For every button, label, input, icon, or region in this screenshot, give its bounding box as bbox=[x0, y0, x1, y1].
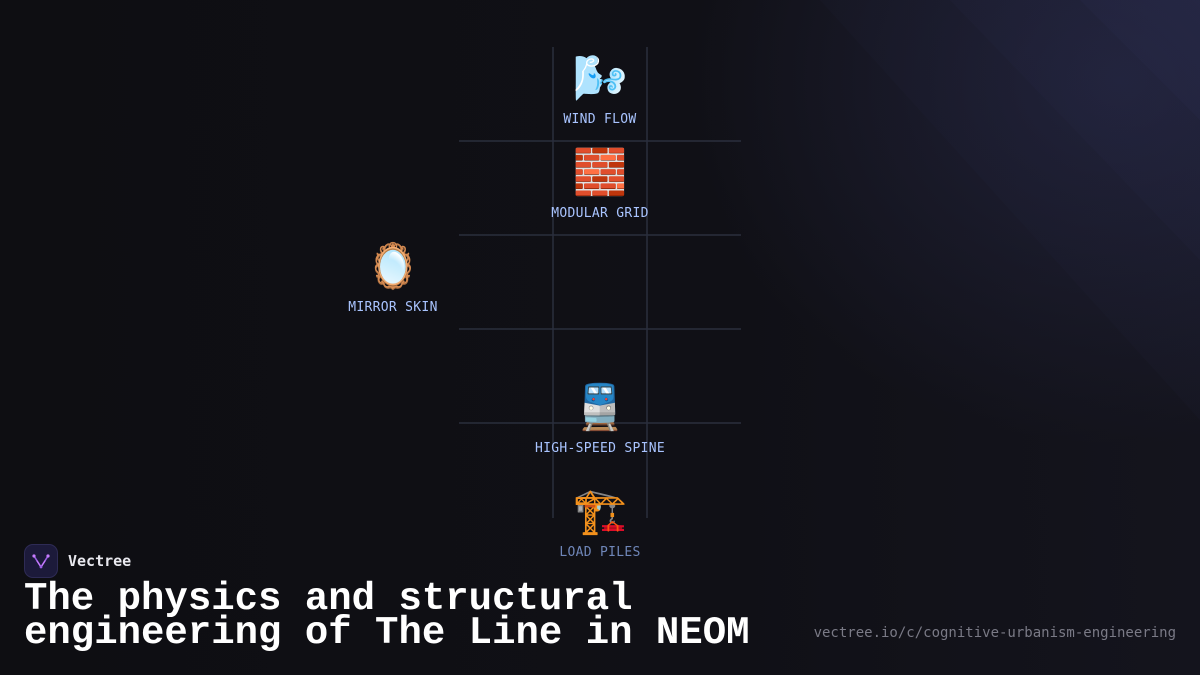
node-label: MODULAR GRID bbox=[551, 206, 649, 221]
brand-name: Vectree bbox=[68, 552, 132, 570]
node-label: WIND FLOW bbox=[563, 112, 637, 127]
node-high-speed-spine: 🚆 HIGH-SPEED SPINE bbox=[520, 382, 680, 457]
source-url: vectree.io/c/cognitive-urbanism-engineer… bbox=[813, 625, 1176, 641]
brand: Vectree bbox=[24, 544, 131, 578]
page-title: The physics and structural engineering o… bbox=[24, 577, 750, 655]
wind-icon: 🌬️ bbox=[572, 53, 628, 104]
train-icon: 🚆 bbox=[572, 382, 628, 433]
node-modular-grid: 🧱 MODULAR GRID bbox=[520, 147, 680, 222]
node-mirror-skin: 🪞 MIRROR SKIN bbox=[313, 241, 473, 316]
construction-crane-icon: 🏗️ bbox=[572, 486, 628, 537]
node-label: HIGH-SPEED SPINE bbox=[534, 441, 666, 456]
node-load-piles: 🏗️ LOAD PILES bbox=[520, 486, 680, 561]
node-label: LOAD PILES bbox=[559, 545, 641, 560]
bricks-icon: 🧱 bbox=[572, 147, 628, 198]
node-wind-flow: 🌬️ WIND FLOW bbox=[520, 53, 680, 128]
vectree-logo-icon bbox=[24, 544, 58, 578]
mirror-icon: 🪞 bbox=[365, 241, 421, 292]
node-label: MIRROR SKIN bbox=[348, 300, 438, 315]
